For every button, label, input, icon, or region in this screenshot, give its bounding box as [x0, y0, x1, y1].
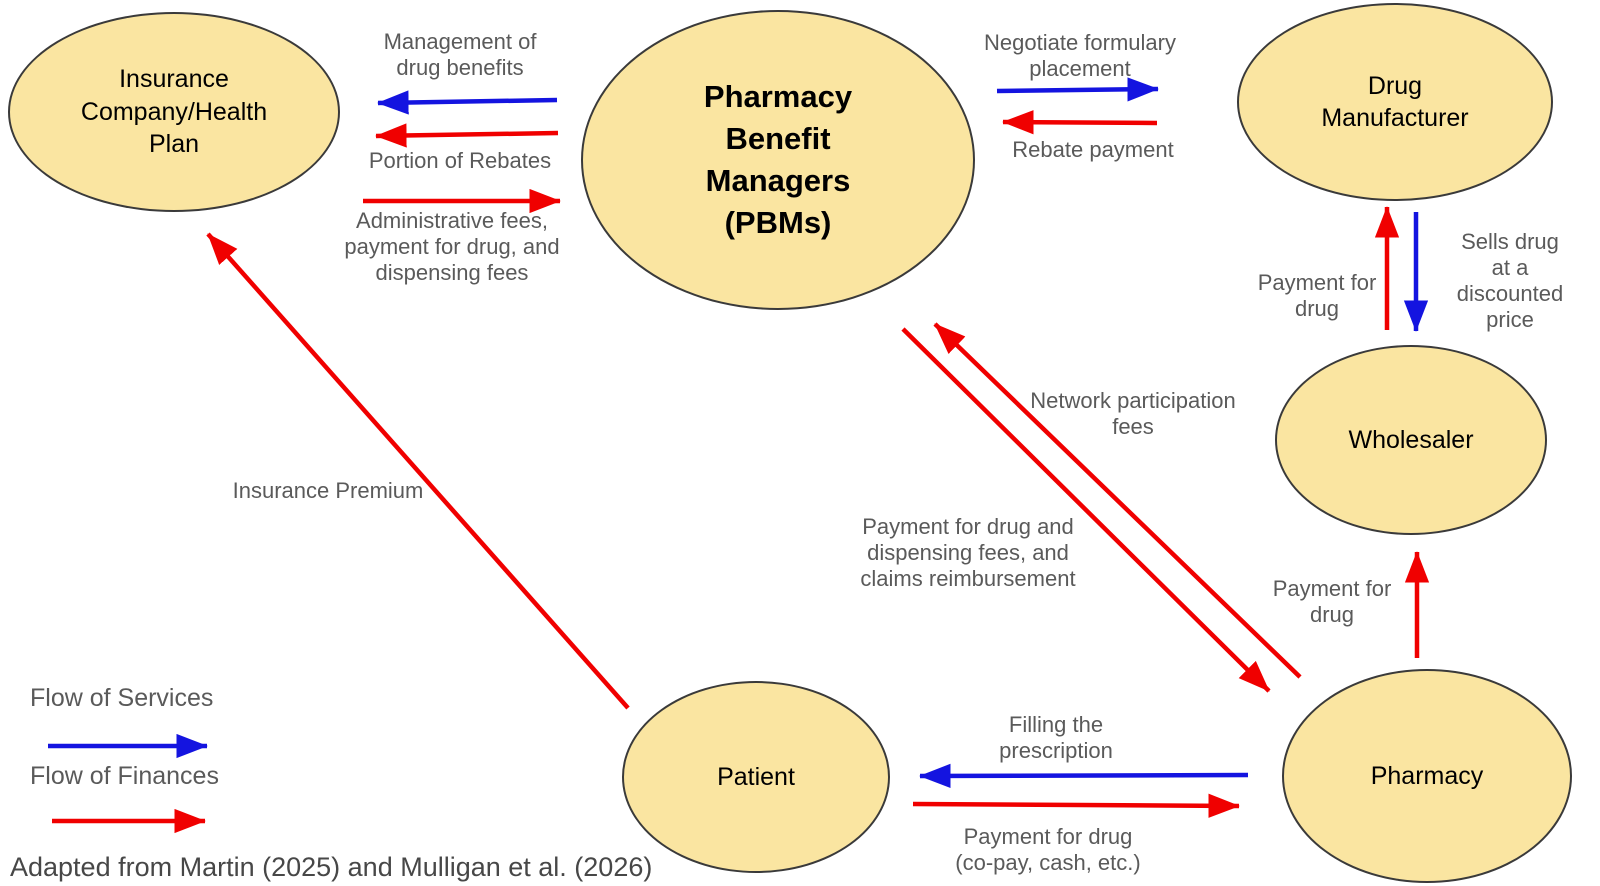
label-payment-for-drug-manufacturer: Payment for drug [1257, 270, 1377, 321]
arrow-portion-of-rebates [375, 123, 559, 148]
node-patient-label: Patient [717, 762, 795, 791]
label-administrative-fees: Administrative fees, payment for drug, a… [344, 208, 560, 285]
arrow-payment-drug-dispensing-claims [901, 327, 1271, 693]
arrow-rebate-payment [1002, 110, 1158, 135]
node-insurance-company: Insurance Company/Health Plan [8, 12, 340, 212]
legend-flow-of-finances-label: Flow of Finances [30, 762, 219, 790]
arrow-insurance-premium [206, 232, 630, 710]
label-sells-drug-discounted: Sells drug at a discounted price [1456, 229, 1564, 332]
node-pbm-label: Pharmacy Benefit Managers (PBMs) [703, 78, 853, 241]
label-portion-of-rebates: Portion of Rebates [368, 148, 552, 173]
node-pbm: Pharmacy Benefit Managers (PBMs) [581, 10, 975, 310]
node-drug-manufacturer-label: Drug Manufacturer [1321, 71, 1469, 133]
arrow-management-of-drug-benefits [377, 90, 558, 115]
arrow-network-participation-fees [933, 322, 1302, 679]
node-patient: Patient [622, 681, 890, 873]
label-rebate-payment: Rebate payment [1012, 137, 1174, 162]
label-network-participation-fees: Network participation fees [1030, 388, 1236, 439]
node-drug-manufacturer: Drug Manufacturer [1237, 3, 1553, 201]
arrow-payment-for-drug-copay [912, 793, 1240, 818]
source-caption: Adapted from Martin (2025) and Mulligan … [10, 852, 653, 882]
label-filling-the-prescription: Filling the prescription [999, 712, 1113, 763]
node-wholesaler: Wholesaler [1275, 345, 1547, 535]
node-wholesaler-label: Wholesaler [1348, 425, 1474, 454]
node-pharmacy: Pharmacy [1282, 669, 1572, 883]
label-payment-for-drug-wholesaler: Payment for drug [1272, 576, 1392, 627]
label-payment-for-drug-copay: Payment for drug (co-pay, cash, etc.) [955, 824, 1141, 875]
arrow-negotiate-formulary-placement [996, 77, 1159, 102]
label-negotiate-formulary-placement: Negotiate formulary placement [984, 30, 1176, 81]
node-pharmacy-label: Pharmacy [1370, 761, 1484, 790]
node-insurance-company-label: Insurance Company/Health Plan [80, 65, 268, 159]
arrow-filling-the-prescription [919, 763, 1249, 789]
label-management-of-drug-benefits: Management of drug benefits [383, 29, 537, 80]
legend-flow-of-services-label: Flow of Services [30, 684, 214, 712]
label-payment-drug-dispensing-claims: Payment for drug and dispensing fees, an… [860, 514, 1076, 591]
label-insurance-premium: Insurance Premium [232, 478, 424, 503]
